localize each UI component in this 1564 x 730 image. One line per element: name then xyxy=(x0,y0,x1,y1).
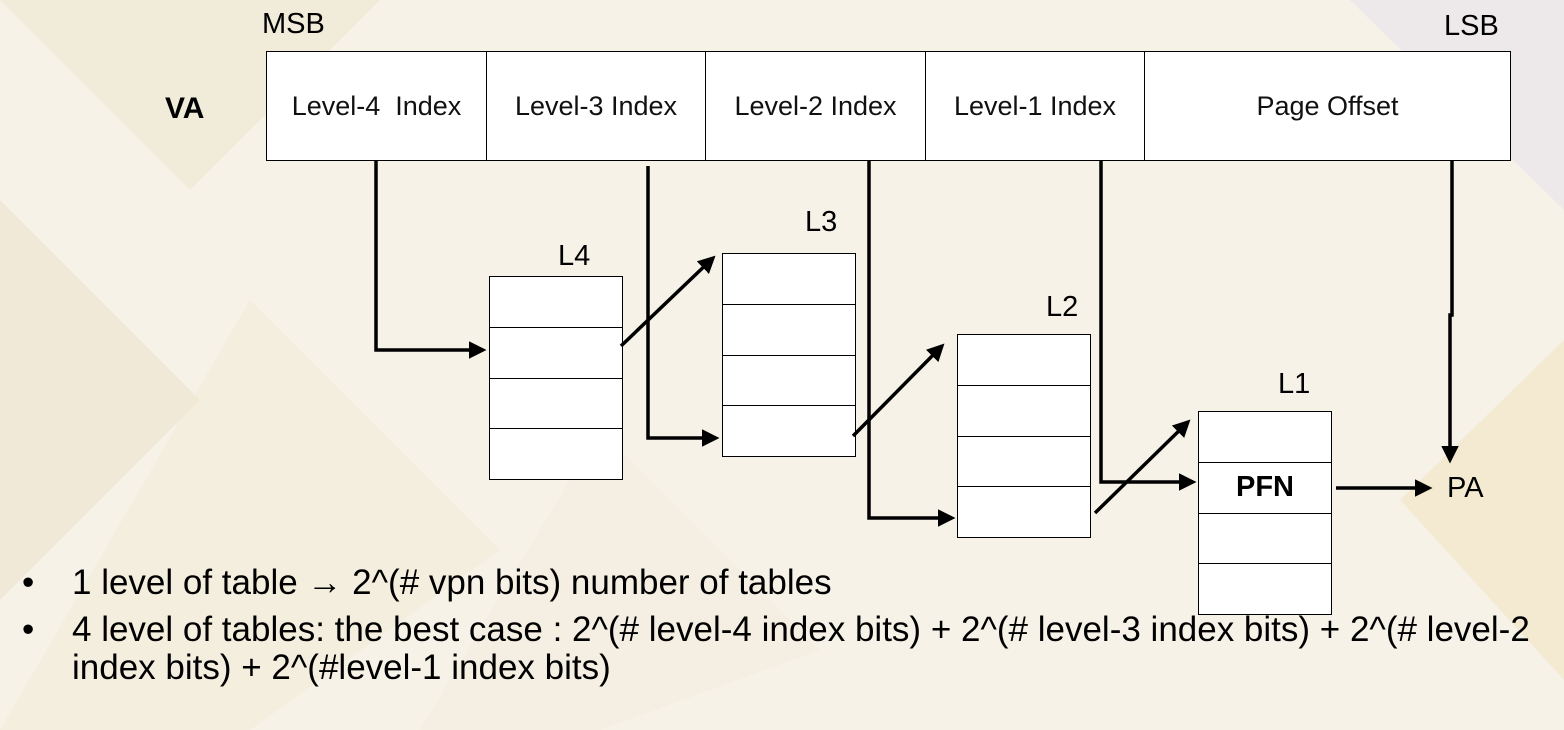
table-entry xyxy=(958,386,1090,437)
bullet-text: 4 level of tables: the best case : 2^(# … xyxy=(72,610,1530,687)
table-entry xyxy=(490,379,622,430)
l1-table-label: L1 xyxy=(1278,368,1311,400)
l2-page-table xyxy=(957,334,1091,538)
table-entry xyxy=(958,437,1090,488)
l2-table-label: L2 xyxy=(1046,291,1079,323)
table-entry xyxy=(490,277,622,328)
l3-page-table xyxy=(722,253,856,457)
level-4-index-field: Level-4 Index xyxy=(267,52,487,160)
notes-list: • 1 level of table → 2^(# vpn bits) numb… xyxy=(22,564,1557,696)
l3-table-label: L3 xyxy=(805,206,838,238)
table-entry xyxy=(723,254,855,305)
l4-to-l3-arrow xyxy=(619,255,716,348)
level-2-index-arrow xyxy=(867,161,956,527)
pa-label: PA xyxy=(1447,472,1484,504)
lsb-label: LSB xyxy=(1444,10,1499,42)
l4-table-label: L4 xyxy=(558,240,591,272)
list-item: • 4 level of tables: the best case : 2^(… xyxy=(22,611,1557,687)
l3-to-l2-arrow xyxy=(851,343,945,438)
list-item: • 1 level of table → 2^(# vpn bits) numb… xyxy=(22,564,1557,602)
bullet-marker: • xyxy=(22,563,35,602)
table-entry xyxy=(1199,412,1331,463)
level-4-index-arrow xyxy=(374,161,487,359)
msb-label: MSB xyxy=(262,8,325,40)
l4-page-table xyxy=(489,276,623,480)
va-label: VA xyxy=(165,92,205,125)
table-entry xyxy=(490,328,622,379)
table-entry xyxy=(1199,514,1331,565)
level-3-index-field: Level-3 Index xyxy=(487,52,706,160)
virtual-address-bar: Level-4 Index Level-3 Index Level-2 Inde… xyxy=(266,51,1511,161)
table-entry xyxy=(723,305,855,356)
pfn-entry: PFN xyxy=(1199,463,1331,514)
level-1-index-arrow xyxy=(1099,161,1197,491)
l1-page-table: PFN xyxy=(1198,411,1332,615)
level-2-index-field: Level-2 Index xyxy=(706,52,926,160)
table-entry xyxy=(723,356,855,407)
level-3-index-arrow xyxy=(646,166,720,447)
bullet-marker: • xyxy=(22,610,35,649)
table-entry xyxy=(958,335,1090,386)
level-1-index-field: Level-1 Index xyxy=(926,52,1145,160)
page-offset-arrow xyxy=(1441,161,1459,464)
page-offset-field: Page Offset xyxy=(1256,90,1399,121)
l2-to-l1-arrow xyxy=(1093,419,1191,515)
bullet-text: 1 level of table → 2^(# vpn bits) number… xyxy=(72,563,832,602)
